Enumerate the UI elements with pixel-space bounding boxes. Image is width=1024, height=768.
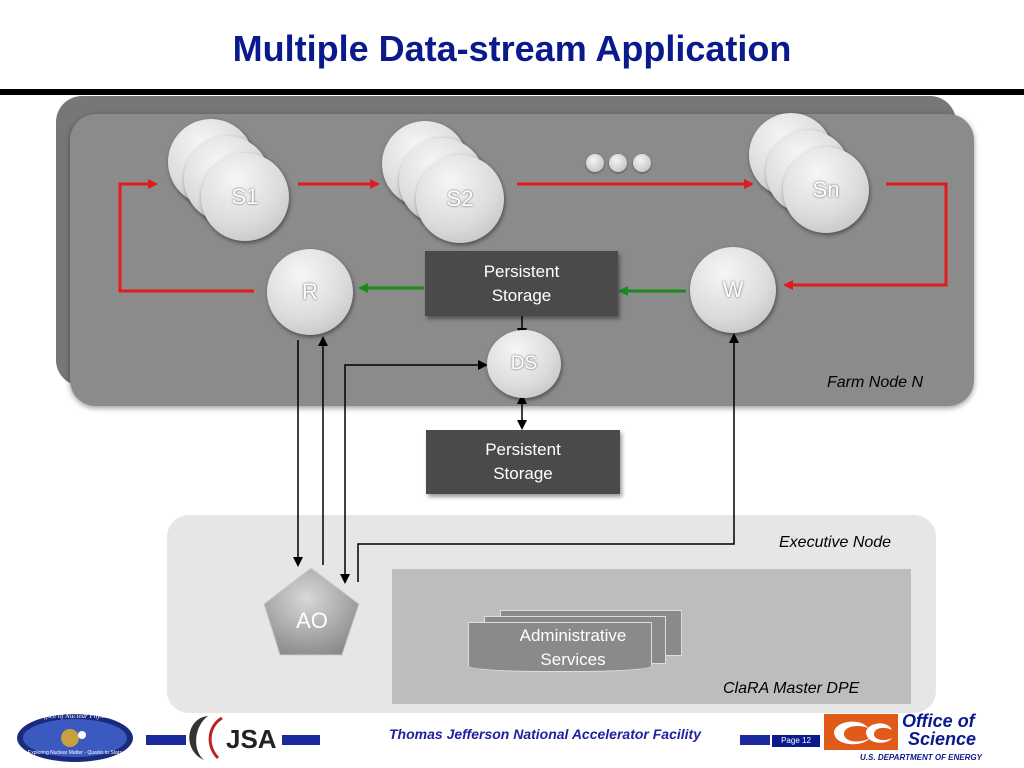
arrow-ds-to-ao	[340, 360, 488, 584]
executive-node-label: Executive Node	[779, 534, 892, 551]
administrative-services-label: Administrative Services	[468, 624, 678, 672]
farm-node-label: Farm Node N	[827, 374, 924, 391]
storage-top-line-1: Persistent	[483, 261, 560, 281]
jsa-logo-text: JSA	[226, 724, 277, 754]
footer-bar-right	[740, 735, 770, 745]
office-of-science-logo-mark	[824, 714, 898, 750]
page-title: Multiple Data-stream Application	[232, 28, 792, 69]
admin-line-1: Administrative	[519, 626, 627, 645]
ao-label: AO	[296, 608, 328, 633]
administrative-services-box[interactable]	[468, 622, 652, 672]
storage-bottom-line-2: Storage	[493, 464, 553, 483]
storage-bottom-line-1: Persistent	[485, 440, 561, 459]
nuclear-physics-tagline: Exploring Nuclear Matter - Quarks to Sta…	[27, 750, 123, 756]
service-node-s1[interactable]: S1	[201, 153, 289, 241]
ellipsis-dot-3	[633, 154, 651, 172]
arrow-r-to-s1	[118, 179, 254, 293]
data-service-node-ds[interactable]: DS	[487, 330, 561, 398]
office-of-science-line2: Science	[908, 729, 977, 749]
clara-master-dpe-label: ClaRA Master DPE	[723, 680, 860, 697]
reader-node-r[interactable]: R	[267, 249, 353, 335]
r-label: R	[302, 279, 318, 304]
nuclear-physics-logo-text: Office of Nuclear Physics	[39, 712, 111, 720]
footer-bar-left-2	[282, 735, 320, 745]
page-number: Page 12	[772, 735, 820, 747]
storage-top-line-2: Storage	[491, 285, 552, 305]
w-label: W	[722, 277, 744, 302]
s2-label: S2	[446, 186, 474, 211]
office-of-science-line1: Office of	[902, 711, 975, 731]
doe-text: U.S. DEPARTMENT OF ENERGY	[860, 753, 982, 762]
admin-line-2: Services	[540, 650, 606, 669]
ds-label: DS	[510, 353, 538, 374]
arrow-sn-to-w	[783, 182, 948, 290]
ellipsis-dot-2	[609, 154, 627, 172]
service-node-sn[interactable]: Sn	[783, 147, 869, 233]
service-node-s2[interactable]: S2	[416, 155, 504, 243]
nuclear-physics-logo	[17, 714, 133, 762]
jsa-logo: JSA	[189, 716, 277, 760]
writer-node-w[interactable]: W	[690, 247, 776, 333]
sn-label: Sn	[812, 177, 840, 202]
ao-pentagon-shape[interactable]	[262, 566, 362, 658]
arrow-ao-to-w	[357, 333, 739, 582]
ellipsis-dot-1	[586, 154, 604, 172]
lab-name: Thomas Jefferson National Accelerator Fa…	[389, 726, 701, 742]
s1-label: S1	[231, 184, 259, 209]
footer-bar-left-1	[146, 735, 186, 745]
title-divider	[0, 89, 1024, 95]
